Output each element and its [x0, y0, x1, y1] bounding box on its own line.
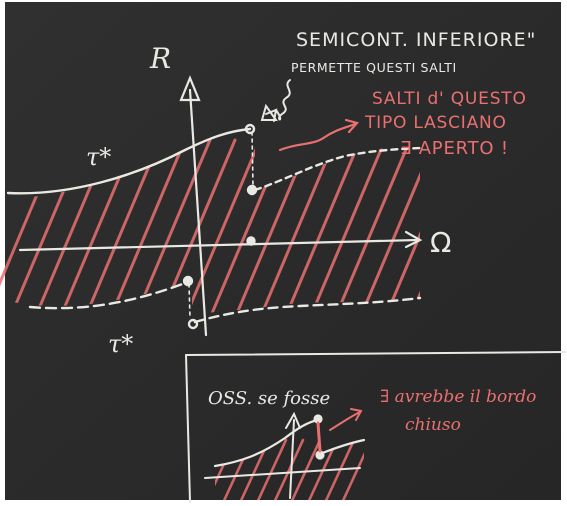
- x-axis-arrowhead: [404, 230, 423, 249]
- axis-y-label: R: [149, 42, 171, 75]
- tau-upper-curve: [6, 123, 422, 196]
- y-axis-arrowhead: [179, 75, 201, 102]
- observation-box: [185, 351, 566, 503]
- tau-upper-label: τ*: [86, 143, 111, 171]
- small-red-arrow-icon: [329, 408, 363, 431]
- x-axis: [18, 238, 420, 252]
- tau-lower-label: τ*: [108, 330, 133, 358]
- board-surface: [5, 2, 561, 500]
- heading-line-2: PERMETTE QUESTI SALTI: [291, 60, 457, 75]
- axis-x-label: Ω: [430, 226, 451, 259]
- y-axis: [188, 88, 208, 337]
- red-note-line-1: SALTI d' QUESTO: [372, 89, 527, 109]
- oss-lead-text: OSS. se fosse: [208, 388, 330, 409]
- red-note-line-2: TIPO LASCIANO: [364, 113, 507, 133]
- red-arrow-icon: [278, 118, 360, 152]
- oss-note-line-1: ∃ avrebbe il bordo: [380, 387, 536, 407]
- red-note-line-3: ∃ APERTO !: [400, 138, 509, 159]
- up-arrow-icon: [260, 103, 278, 121]
- tau-lower-curve: [28, 236, 422, 330]
- small-jump-red: [316, 421, 322, 453]
- heading-line-1: SEMICONT. INFERIORE": [296, 29, 536, 51]
- main-axes: [18, 75, 423, 337]
- small-curve: [213, 414, 366, 468]
- oss-note-line-2: chiuso: [405, 415, 461, 435]
